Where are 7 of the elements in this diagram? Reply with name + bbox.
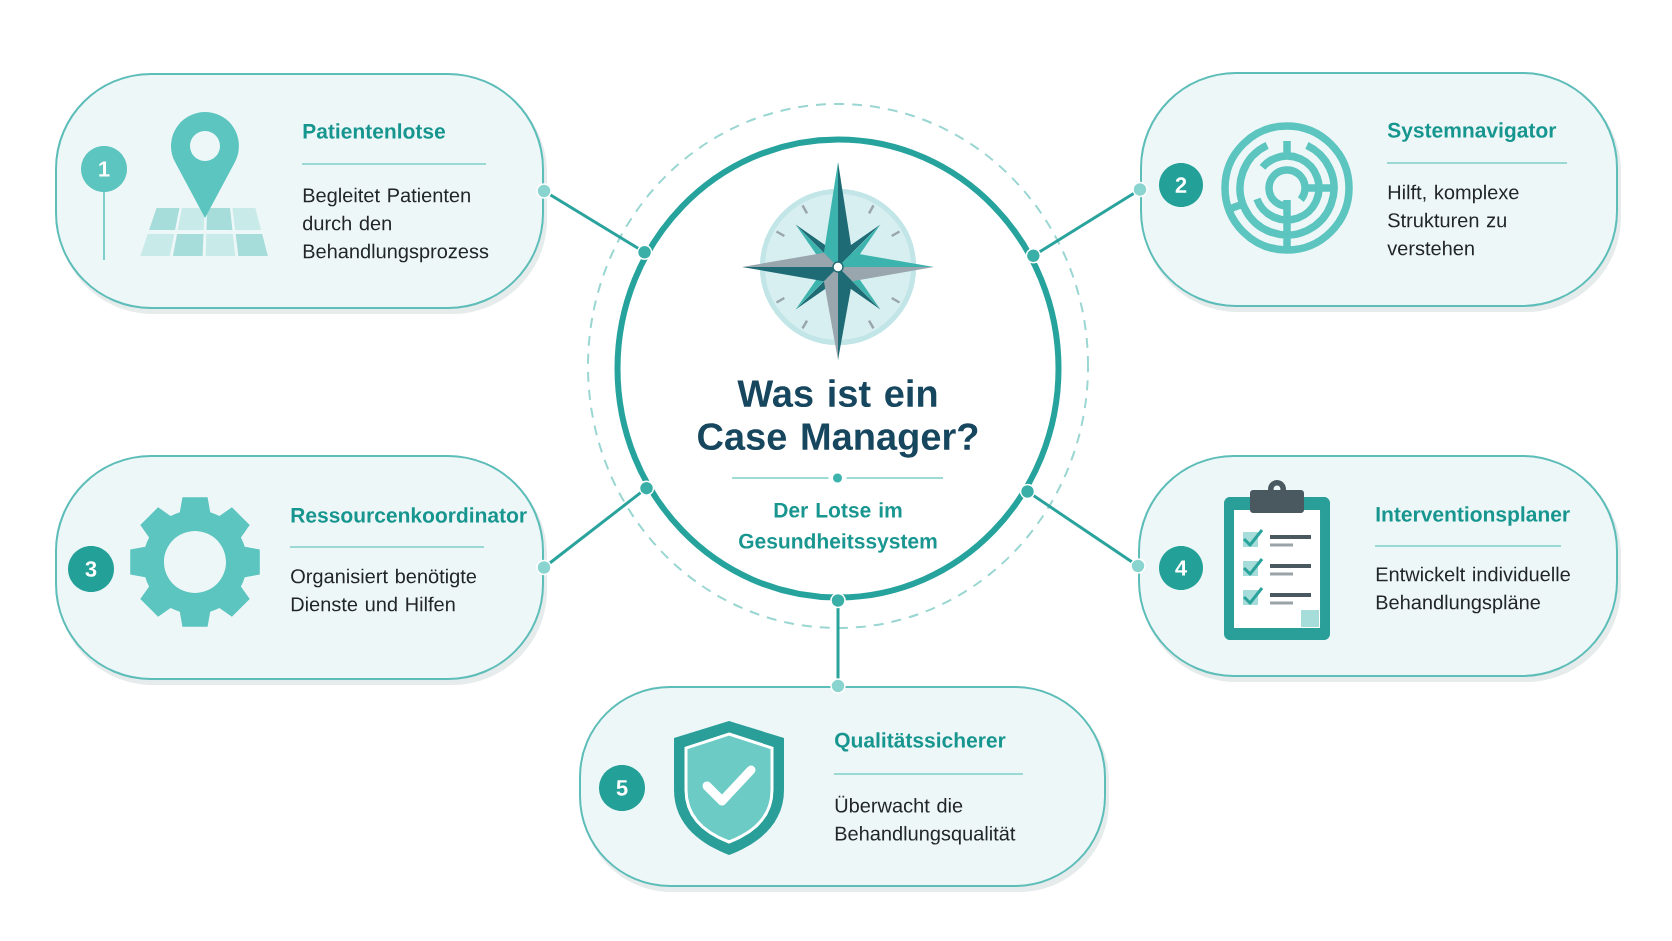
connector-line bbox=[536, 480, 655, 576]
connector-line bbox=[536, 183, 653, 260]
connector-line bbox=[830, 592, 846, 694]
hub-subtitle: Der Lotse im Gesundheitssystem bbox=[739, 502, 937, 553]
hub-title: Was ist ein Case Manager? bbox=[698, 379, 978, 458]
connector-line bbox=[1019, 483, 1146, 574]
connector-line bbox=[1025, 181, 1148, 264]
